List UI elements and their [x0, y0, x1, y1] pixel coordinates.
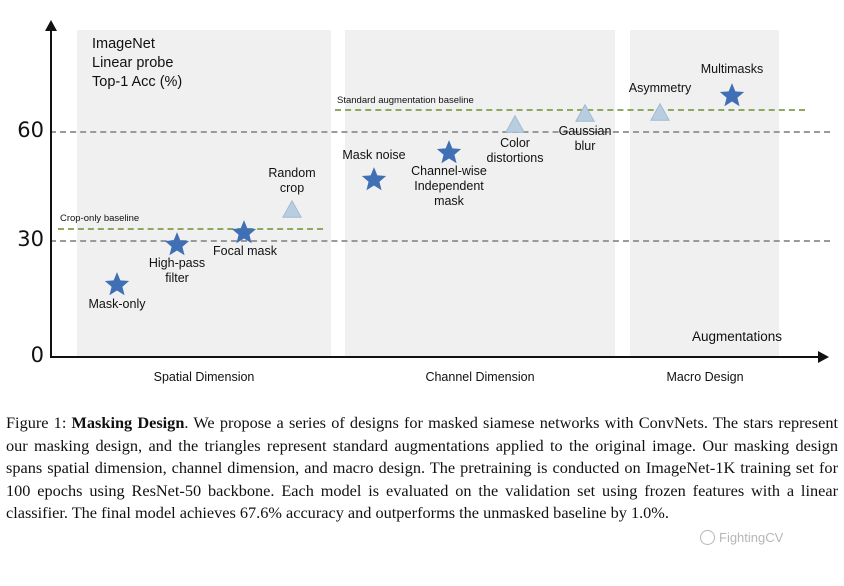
data-point-color-distortions[interactable] — [504, 113, 526, 135]
data-point-gaussian-blur[interactable] — [574, 102, 596, 124]
y-axis-arrow-icon — [45, 20, 57, 31]
baseline-crop-only-line — [58, 228, 323, 230]
data-label-asymmetry: Asymmetry — [628, 81, 692, 95]
caption-bold-title: Masking Design — [71, 413, 185, 432]
watermark: FightingCV — [700, 530, 783, 545]
data-point-high-pass-filter[interactable] — [164, 231, 190, 257]
plot-title: ImageNet Linear probe Top-1 Acc (%) — [92, 36, 183, 90]
baseline-standard-aug-line — [335, 109, 805, 111]
x-category-channel-dimension: Channel Dimension — [425, 370, 535, 384]
band-spatial-dimension — [77, 30, 331, 356]
data-label-multimasks: Multimasks — [700, 62, 764, 76]
x-category-macro-design: Macro Design — [666, 370, 744, 384]
data-point-mask-noise[interactable] — [361, 166, 387, 192]
y-tick-60: 60 — [17, 118, 44, 142]
caption-figure-number: Figure 1: — [6, 413, 67, 432]
gridline-30 — [50, 240, 830, 242]
data-label-high-pass-filter: High-pass filter — [148, 256, 206, 285]
data-label-channel-wise-independent-mask: Channel-wise Independent mask — [411, 164, 487, 208]
data-point-mask-only[interactable] — [104, 271, 130, 297]
data-label-focal-mask: Focal mask — [213, 244, 277, 258]
baseline-crop-only-label: Crop-only baseline — [60, 213, 140, 224]
x-category-spatial-dimension: Spatial Dimension — [153, 370, 255, 384]
data-label-random-crop: Random crop — [268, 166, 316, 195]
data-point-random-crop[interactable] — [281, 198, 303, 220]
y-axis-line — [50, 30, 52, 358]
baseline-standard-aug-label: Standard augmentation baseline — [337, 95, 474, 106]
augmentations-axis-label: Augmentations — [692, 329, 783, 344]
figure-caption: Figure 1: Masking Design. We propose a s… — [6, 412, 838, 525]
data-label-mask-only: Mask-only — [88, 297, 146, 311]
x-axis-arrow-icon — [818, 351, 829, 363]
data-label-color-distortions: Color distortions — [486, 136, 544, 165]
y-tick-30: 30 — [17, 227, 44, 251]
x-axis-line — [50, 356, 820, 358]
band-macro-design — [630, 30, 779, 356]
data-point-channel-wise-independent-mask[interactable] — [436, 139, 462, 165]
data-point-focal-mask[interactable] — [231, 219, 257, 245]
data-label-mask-noise: Mask noise — [342, 148, 406, 162]
y-tick-0: 0 — [30, 343, 44, 367]
chart-figure: Crop-only baseline Standard augmentation… — [17, 20, 830, 384]
data-label-gaussian-blur: Gaussian blur — [558, 124, 612, 153]
watermark-text: FightingCV — [719, 530, 784, 545]
gridline-60 — [50, 131, 830, 133]
watermark-circle-icon — [700, 530, 715, 545]
data-point-asymmetry[interactable] — [649, 101, 671, 123]
band-channel-dimension — [345, 30, 615, 356]
caption-body: . We propose a series of designs for mas… — [6, 413, 838, 523]
data-point-multimasks[interactable] — [719, 82, 745, 108]
